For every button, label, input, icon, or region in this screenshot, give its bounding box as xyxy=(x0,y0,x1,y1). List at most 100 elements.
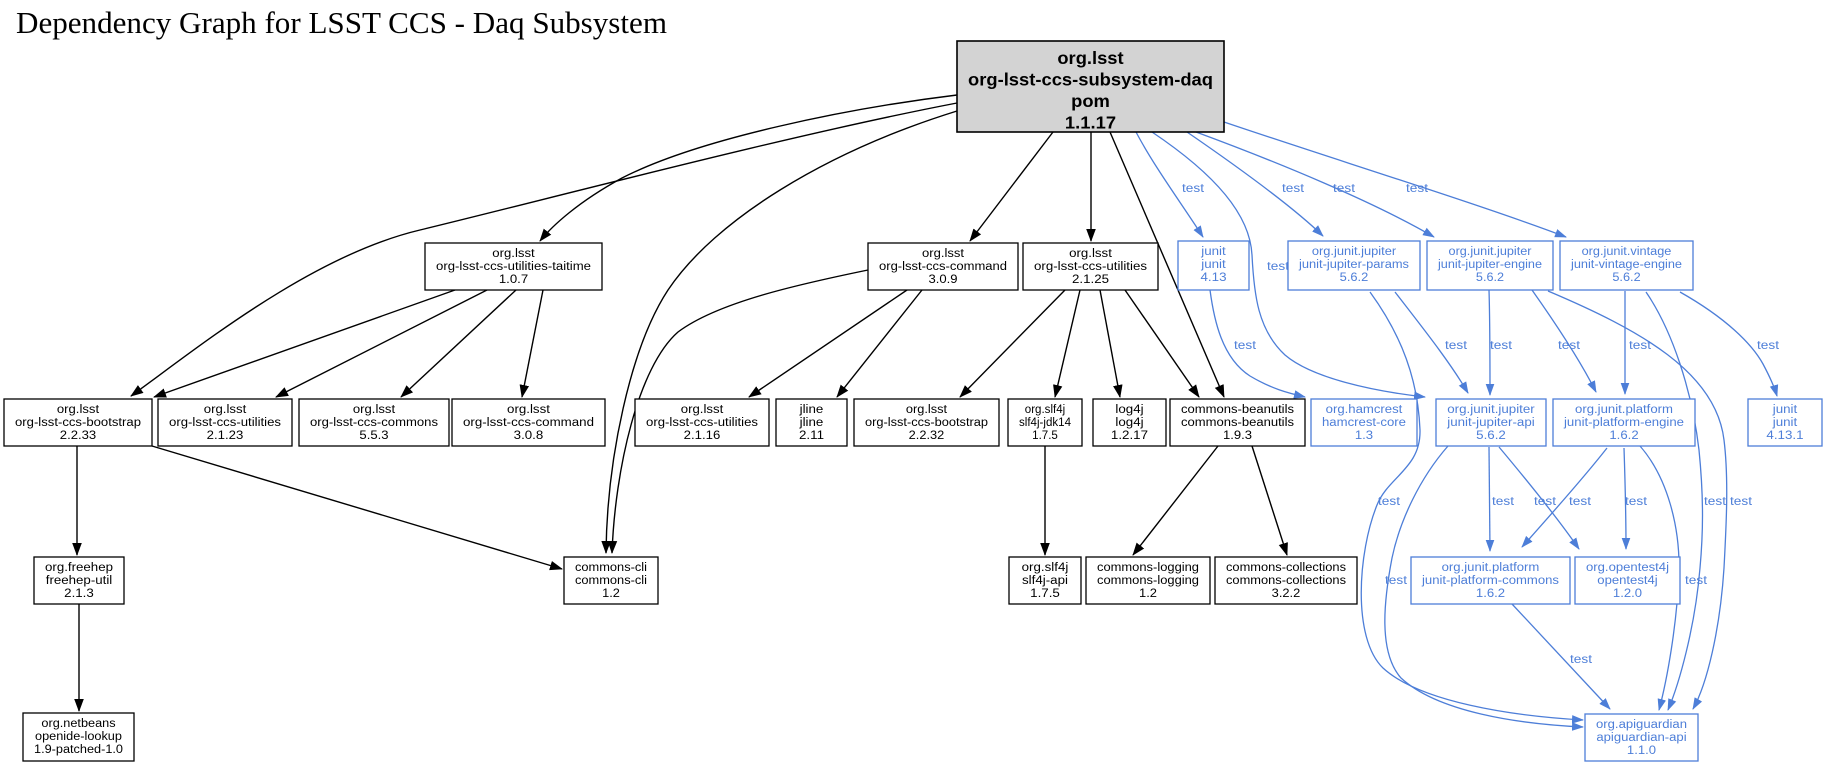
svg-text:org.lsst: org.lsst xyxy=(492,248,535,260)
svg-text:1.0.7: 1.0.7 xyxy=(499,274,528,286)
svg-text:jline: jline xyxy=(798,404,823,416)
svg-text:test: test xyxy=(1534,496,1557,508)
svg-text:2.1.16: 2.1.16 xyxy=(684,430,721,442)
svg-text:org-lsst-ccs-command: org-lsst-ccs-command xyxy=(463,417,594,429)
svg-text:org-lsst-ccs-subsystem-daq: org-lsst-ccs-subsystem-daq xyxy=(968,70,1213,90)
svg-text:org-lsst-ccs-command: org-lsst-ccs-command xyxy=(879,261,1007,273)
svg-text:org.junit.jupiter: org.junit.jupiter xyxy=(1312,246,1396,258)
svg-text:4.13.1: 4.13.1 xyxy=(1766,430,1803,442)
svg-text:1.7.5: 1.7.5 xyxy=(1030,588,1060,600)
svg-text:5.5.3: 5.5.3 xyxy=(359,430,388,442)
svg-text:commons-logging: commons-logging xyxy=(1097,562,1199,574)
svg-text:2.2.32: 2.2.32 xyxy=(909,430,945,442)
svg-text:1.2.17: 1.2.17 xyxy=(1111,430,1148,442)
svg-text:org.lsst: org.lsst xyxy=(922,248,965,260)
svg-text:2.1.25: 2.1.25 xyxy=(1072,274,1109,286)
svg-text:test: test xyxy=(1182,183,1205,195)
svg-text:freehep-util: freehep-util xyxy=(46,575,113,587)
svg-text:2.1.23: 2.1.23 xyxy=(207,430,244,442)
svg-text:test: test xyxy=(1558,340,1581,352)
svg-text:test: test xyxy=(1625,496,1648,508)
svg-text:org-lsst-ccs-commons: org-lsst-ccs-commons xyxy=(310,417,438,429)
svg-text:test: test xyxy=(1629,340,1652,352)
svg-text:org.lsst: org.lsst xyxy=(57,404,100,416)
svg-text:test: test xyxy=(1490,340,1513,352)
svg-text:junit: junit xyxy=(1200,246,1227,258)
svg-text:1.1.0: 1.1.0 xyxy=(1627,745,1656,757)
svg-text:1.2: 1.2 xyxy=(1139,588,1157,600)
svg-text:org-lsst-ccs-utilities: org-lsst-ccs-utilities xyxy=(646,417,758,429)
svg-text:org-lsst-ccs-utilities-taitime: org-lsst-ccs-utilities-taitime xyxy=(436,261,591,273)
svg-text:test: test xyxy=(1267,261,1290,273)
svg-text:org.junit.jupiter: org.junit.jupiter xyxy=(1449,246,1532,258)
svg-text:org.hamcrest: org.hamcrest xyxy=(1326,404,1404,416)
svg-text:org.lsst: org.lsst xyxy=(681,404,724,416)
svg-text:1.9.3: 1.9.3 xyxy=(1223,430,1252,442)
svg-text:test: test xyxy=(1685,575,1708,587)
svg-text:junit: junit xyxy=(1772,404,1799,416)
svg-text:org.lsst: org.lsst xyxy=(353,404,396,416)
svg-text:org.lsst: org.lsst xyxy=(204,404,247,416)
svg-text:log4j: log4j xyxy=(1115,417,1143,429)
svg-text:slf4j-api: slf4j-api xyxy=(1022,575,1068,587)
svg-text:test: test xyxy=(1569,496,1592,508)
svg-text:5.6.2: 5.6.2 xyxy=(1340,272,1369,284)
svg-text:org.slf4j: org.slf4j xyxy=(1025,404,1065,416)
svg-text:junit: junit xyxy=(1772,417,1799,429)
svg-text:org.lsst: org.lsst xyxy=(1057,48,1123,68)
svg-text:1.2: 1.2 xyxy=(602,588,620,600)
svg-text:org.junit.platform: org.junit.platform xyxy=(1575,404,1673,416)
svg-text:commons-collections: commons-collections xyxy=(1226,562,1346,574)
svg-text:org-lsst-ccs-bootstrap: org-lsst-ccs-bootstrap xyxy=(865,417,988,429)
svg-text:test: test xyxy=(1406,183,1429,195)
svg-text:test: test xyxy=(1378,496,1401,508)
svg-text:junit-platform-engine: junit-platform-engine xyxy=(1563,417,1684,429)
svg-text:3.2.2: 3.2.2 xyxy=(1272,588,1301,600)
svg-text:5.6.2: 5.6.2 xyxy=(1476,430,1506,442)
svg-text:5.6.2: 5.6.2 xyxy=(1476,272,1504,284)
svg-text:log4j: log4j xyxy=(1115,404,1143,416)
svg-text:commons-cli: commons-cli xyxy=(575,575,647,587)
svg-text:org.lsst: org.lsst xyxy=(906,404,948,416)
svg-text:2.11: 2.11 xyxy=(799,430,824,442)
svg-text:test: test xyxy=(1385,575,1408,587)
svg-text:org.junit.vintage: org.junit.vintage xyxy=(1582,246,1672,258)
svg-text:junit-jupiter-api: junit-jupiter-api xyxy=(1446,417,1535,429)
svg-text:2.1.3: 2.1.3 xyxy=(64,588,94,600)
svg-text:1.3: 1.3 xyxy=(1355,430,1373,442)
svg-text:org.freehep: org.freehep xyxy=(45,562,113,574)
svg-text:1.9-patched-1.0: 1.9-patched-1.0 xyxy=(34,744,123,756)
svg-text:org.junit.jupiter: org.junit.jupiter xyxy=(1447,404,1535,416)
svg-text:test: test xyxy=(1333,183,1356,195)
svg-text:1.6.2: 1.6.2 xyxy=(1476,588,1505,600)
svg-text:slf4j-jdk14: slf4j-jdk14 xyxy=(1019,417,1072,429)
svg-text:test: test xyxy=(1570,654,1593,666)
svg-text:commons-beanutils: commons-beanutils xyxy=(1181,417,1294,429)
svg-text:1.7.5: 1.7.5 xyxy=(1032,430,1058,442)
svg-text:test: test xyxy=(1282,183,1305,195)
svg-text:1.1.17: 1.1.17 xyxy=(1065,113,1116,133)
svg-text:hamcrest-core: hamcrest-core xyxy=(1322,417,1406,429)
svg-text:test: test xyxy=(1492,496,1515,508)
svg-text:commons-beanutils: commons-beanutils xyxy=(1181,404,1294,416)
svg-text:junit: junit xyxy=(1200,259,1227,271)
svg-text:2.2.33: 2.2.33 xyxy=(60,430,96,442)
svg-text:3.0.9: 3.0.9 xyxy=(929,274,958,286)
svg-text:commons-cli: commons-cli xyxy=(575,562,647,574)
svg-text:test: test xyxy=(1730,496,1753,508)
svg-text:org.netbeans: org.netbeans xyxy=(41,718,115,730)
svg-text:commons-collections: commons-collections xyxy=(1226,575,1346,587)
svg-text:test: test xyxy=(1445,340,1468,352)
svg-text:opentest4j: opentest4j xyxy=(1597,575,1657,587)
svg-text:org.apiguardian: org.apiguardian xyxy=(1596,719,1687,731)
svg-text:junit-jupiter-engine: junit-jupiter-engine xyxy=(1437,259,1542,271)
svg-text:test: test xyxy=(1234,340,1257,352)
svg-text:openide-lookup: openide-lookup xyxy=(35,731,122,743)
svg-text:4.13: 4.13 xyxy=(1201,272,1227,284)
svg-text:junit-vintage-engine: junit-vintage-engine xyxy=(1570,259,1682,271)
svg-text:1.2.0: 1.2.0 xyxy=(1613,588,1642,600)
svg-text:Dependency Graph for LSST CCS: Dependency Graph for LSST CCS - Daq Subs… xyxy=(16,5,667,40)
svg-text:commons-logging: commons-logging xyxy=(1097,575,1199,587)
svg-text:5.6.2: 5.6.2 xyxy=(1612,272,1640,284)
svg-text:pom: pom xyxy=(1071,91,1110,111)
